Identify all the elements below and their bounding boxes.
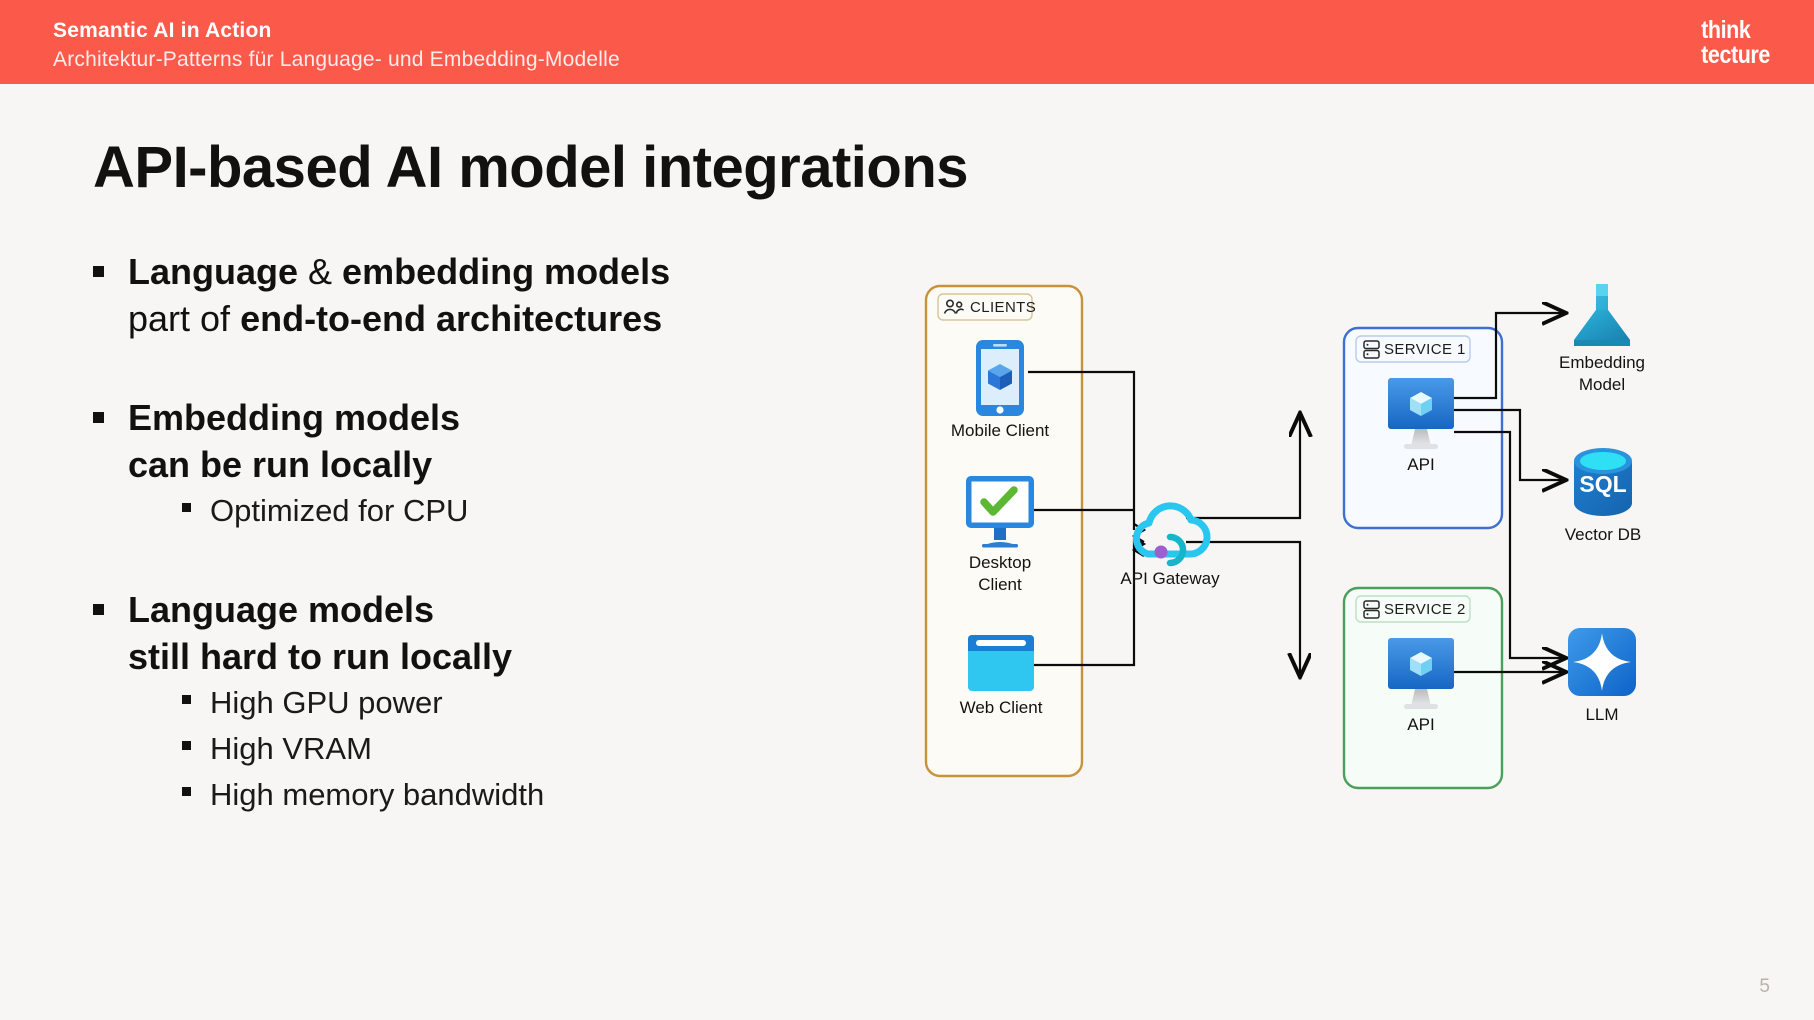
bullet-run-bold: embedding models: [342, 251, 671, 292]
service1-group-label-bg: [1355, 335, 1471, 363]
list-item-continuation: still hard to run locally: [93, 633, 793, 680]
bullet-run-regular: part of: [128, 298, 241, 339]
bullet-text: Optimized for CPU: [210, 493, 469, 528]
mobile-phone-cube-icon: [976, 340, 1024, 416]
llm-label: LLM: [1585, 705, 1618, 724]
connector-lines: [1028, 370, 1136, 667]
service1-api: API: [1388, 378, 1454, 474]
api-gateway: API Gateway: [1120, 502, 1220, 588]
spacer: [93, 534, 793, 586]
bullet-text: High VRAM: [210, 731, 372, 766]
sql-database-icon: SQL: [1574, 448, 1632, 516]
monitor-check-icon: [966, 476, 1034, 548]
service1-api-label: API: [1407, 455, 1434, 474]
list-item: Embedding models: [93, 394, 793, 441]
spacer: [93, 342, 793, 394]
api-monitor-cube-icon: [1388, 378, 1454, 449]
vector-db-label: Vector DB: [1565, 525, 1642, 544]
page-title: API-based AI model integrations: [93, 135, 969, 200]
bullet-run-bold: Language: [128, 251, 309, 292]
people-icon: [943, 299, 965, 314]
web-client: Web Client: [960, 635, 1043, 717]
embedding-model: Embedding Model: [1559, 284, 1645, 394]
embedding-model-label-line1: Embedding: [1559, 353, 1645, 372]
bullet-text: part of end-to-end architectures: [128, 295, 662, 342]
bullet-text: High GPU power: [210, 685, 443, 720]
llm: LLM: [1568, 628, 1636, 724]
svg-text:SQL: SQL: [1579, 471, 1626, 497]
list-item: Language models: [93, 586, 793, 633]
list-item-sub: High GPU power: [182, 680, 793, 726]
list-item-sub: Optimized for CPU: [182, 488, 793, 534]
server-stack-icon: [1363, 600, 1380, 619]
slide-header: Semantic AI in Action Architektur-Patter…: [0, 0, 1814, 84]
list-item-sub: High VRAM: [182, 726, 793, 772]
thinktecture-logo: think tecture: [1701, 18, 1770, 68]
logo-line-2: tecture: [1701, 41, 1770, 69]
vector-db: SQL Vector DB: [1565, 448, 1642, 544]
bullet-list: Language & embedding models part of end-…: [93, 248, 793, 818]
service2-group-label-bg: [1355, 595, 1471, 623]
browser-window-icon: [968, 635, 1034, 691]
bullet-text: still hard to run locally: [128, 636, 513, 677]
connector-lines-service1-models: [1454, 313, 1564, 658]
bullet-text: High memory bandwidth: [210, 777, 545, 812]
sparkle-square-icon: [1568, 628, 1636, 696]
service1-group-label: SERVICE 1: [1384, 341, 1466, 358]
bullet-square-icon: [93, 412, 104, 423]
header-subtitle: Architektur-Patterns für Language- und E…: [53, 48, 620, 71]
page-number: 5: [1759, 976, 1770, 997]
bullet-square-icon: [93, 604, 104, 615]
bullet-square-icon: [93, 266, 104, 277]
desktop-client-label-line1: Desktop: [969, 553, 1031, 572]
list-item-sub: High memory bandwidth: [182, 772, 793, 818]
bullet-text: Language & embedding models: [128, 248, 670, 295]
bullet-square-icon: [182, 695, 191, 704]
desktop-client-label-line2: Client: [978, 575, 1022, 594]
web-client-label: Web Client: [960, 698, 1043, 717]
clients-group-label-bg: [937, 293, 1033, 321]
architecture-diagram: CLIENTS SERVICE 1 SERVICE 2: [920, 280, 1800, 900]
mobile-client-label: Mobile Client: [951, 421, 1050, 440]
logo-line-1: think: [1701, 16, 1751, 44]
bullet-run-regular: &: [308, 251, 343, 292]
embedding-model-label-line2: Model: [1579, 375, 1625, 394]
api-gateway-label: API Gateway: [1120, 569, 1220, 588]
connector-lines-gateway-services: [1186, 415, 1300, 675]
list-item-continuation: can be run locally: [93, 441, 793, 488]
bullet-square-icon: [182, 741, 191, 750]
azure-ml-flask-icon: [1574, 284, 1630, 346]
api-monitor-cube-icon: [1388, 638, 1454, 709]
bullet-text: can be run locally: [128, 444, 433, 485]
clients-group-label: CLIENTS: [970, 299, 1036, 316]
bullet-square-icon: [182, 503, 191, 512]
list-item: Language & embedding models: [93, 248, 793, 295]
header-title: Semantic AI in Action: [53, 19, 272, 42]
bullet-run-bold: end-to-end architectures: [240, 298, 663, 339]
service2-group-label: SERVICE 2: [1384, 601, 1466, 618]
service2-api: API: [1388, 638, 1454, 734]
mobile-client: Mobile Client: [951, 340, 1050, 440]
list-item-continuation: part of end-to-end architectures: [93, 295, 793, 342]
desktop-client: Desktop Client: [966, 476, 1034, 594]
bullet-text: Language models: [128, 589, 435, 630]
bullet-square-icon: [182, 787, 191, 796]
bullet-text: Embedding models: [128, 397, 461, 438]
cloud-gateway-icon: [1132, 502, 1211, 567]
server-stack-icon: [1363, 340, 1380, 359]
service2-api-label: API: [1407, 715, 1434, 734]
